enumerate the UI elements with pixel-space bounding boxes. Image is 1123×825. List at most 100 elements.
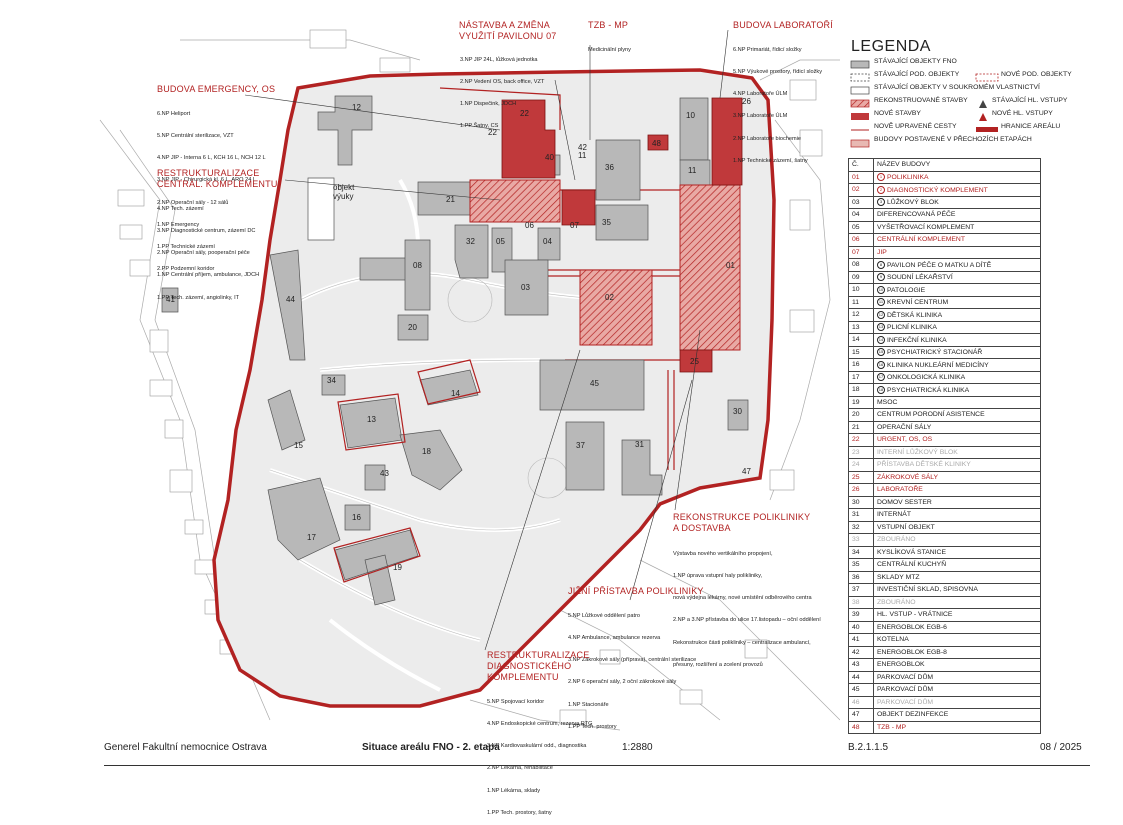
table-cell-num: 10 [848,283,874,297]
table-header-name: NÁZEV BUDOVY [873,158,1041,172]
table-cell-num: 09 [848,270,874,284]
annotation-line: 1.PP Tech. prostory, šatny [487,809,552,816]
label-37: 37 [576,441,585,450]
building-37 [565,421,605,491]
building-marker-icon: 15 [877,348,885,357]
footer-scale: 1:2880 [622,742,653,753]
annotation-line: Rekonstrukce části polikliniky – central… [673,639,811,646]
label-06: 06 [525,221,534,230]
building-name: KLINIKA NUKLEÁRNÍ MEDICÍNY [887,361,989,369]
table-cell-name: INTERNÁT [873,508,1041,522]
annotation-line: 2.NP Operační sály - 12 sálů [157,199,229,206]
table-cell-num: 22 [848,433,874,447]
building-41 [161,287,179,313]
annotation-line: 2.NP 6 operační sály, 2 oční zákrokové s… [568,679,677,686]
building-19 [334,529,419,606]
table-cell-num: 15 [848,345,874,359]
label-44: 44 [286,295,295,304]
annotation-line: 1.NP Technické zázemí, šatny [733,157,808,164]
building-31 [621,439,663,496]
existing-buildings [161,95,749,606]
building-name: SOUDNÍ LÉKAŘSTVÍ [887,274,953,282]
label-19: 19 [393,563,402,572]
annotation-line: 1.NP Centrální příjem, ambulance, JDCH [157,272,260,279]
annotation-jizni-title: JIŽNÍ PŘÍSTAVBA POLIKLINIKY [568,586,704,596]
building-name: DIAGNOSTICKÝ KOMPLEMENT [887,186,988,194]
building-name: SKLADY MTZ [877,573,920,581]
table-cell-name: INTERNÍ LŮŽKOVÝ BLOK [873,445,1041,459]
building-18 [399,429,463,491]
annotation-line: 4.NP Ambulance, ambulance rezerva [568,635,661,642]
annotation-centralni-body: 4.NP Tech. zázemí 3.NP Diagnostické cent… [157,191,259,310]
table-cell-num: 23 [848,445,874,459]
table-cell-num: 25 [848,470,874,484]
label-objekt-vyuky-1: objekt [333,183,355,192]
label-02: 02 [605,293,614,302]
building-marker-icon: 2 [877,185,885,194]
building-marker-icon: 9 [877,273,885,282]
building-name: VSTUPNÍ OBJEKT [877,523,935,531]
table-cell-name: KYSLÍKOVÁ STANICE [873,545,1041,559]
building-30 [727,399,749,431]
table-cell-name: ZÁKROKOVÉ SÁLY [873,470,1041,484]
label-25: 25 [690,357,699,366]
legend-item-existing: STÁVAJÍCÍ OBJEKTY FNO [874,58,957,65]
table-cell-name: LABORATOŘE [873,483,1041,497]
table-cell-name: HL. VSTUP - VRÁTNICE [873,608,1041,622]
footer-client: Generel Fakultní nemocnice Ostrava [104,742,267,753]
annotation-line: 1.PP Tech. zázemí, angiolinky, IT [157,294,240,301]
footer-date: 08 / 2025 [1040,742,1082,753]
building-name: HL. VSTUP - VRÁTNICE [877,611,953,619]
table-cell-name: ZBOURÁNO [873,595,1041,609]
building-22 [501,99,556,179]
building-name: PATOLOGIE [887,286,926,294]
building-name: CENTRÁLNÍ KUCHYŇ [877,561,947,569]
building-32 [454,224,489,279]
annotation-line: 3.NP Kardiovaskulární odd., diagnostika [487,743,587,750]
annotation-line: 3.NP Zákrokové sály (příprava), centráln… [568,657,697,664]
table-cell-num: 14 [848,333,874,347]
table-cell-num: 24 [848,458,874,472]
label-04: 04 [543,237,552,246]
previous-phase-buildings [333,359,481,583]
annotation-pavilon07-body: 3.NP JIP 24L, lůžková jednotka 2.NP Vede… [460,42,544,138]
label-43: 43 [380,469,389,478]
label-11: 11 [578,151,587,160]
legend-item-previous-phase: BUDOVY POSTAVENÉ V PŘECHOZÍCH ETAPÁCH [874,136,1032,143]
building-name: PLICNÍ KLINIKA [887,324,937,332]
building-name: MSOC [877,398,898,406]
table-cell-num: 38 [848,595,874,609]
building-name: INFEKČNÍ KLINIKA [887,336,947,344]
table-cell-num: 05 [848,220,874,234]
annotation-line: Výstavba nového vertikálního propojení, [673,550,773,557]
label-10: 10 [686,111,695,120]
table-cell-name: ENERGOBLOK [873,658,1041,672]
annotation-tzb-title: TZB - MP [588,20,629,30]
building-name: ONKOLOGICKÁ KLINIKA [887,374,966,382]
annotation-jizni-body: 5.NP Lůžkové oddělení patro 4.NP Ambulan… [568,598,696,739]
legend-title: LEGENDA [851,38,931,55]
building-06 [469,179,561,223]
legend-swatches [850,60,999,148]
